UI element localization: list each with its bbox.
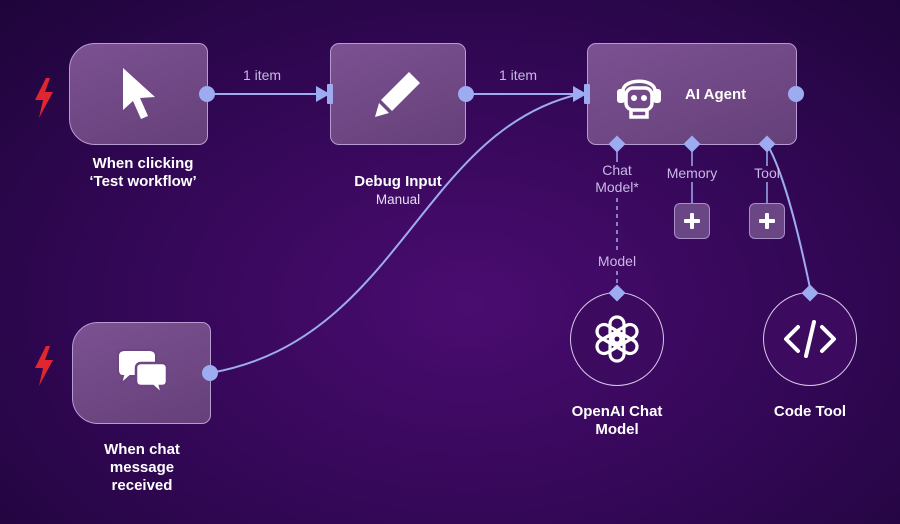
openai-logo-icon	[595, 315, 639, 363]
output-handle[interactable]	[202, 365, 218, 381]
node-title-debug-input-text: Debug Input	[354, 173, 442, 190]
node-chat-trigger[interactable]	[72, 322, 211, 424]
connection-label-item-count: 1 item	[242, 67, 282, 83]
lightning-bolt-icon	[35, 346, 53, 386]
node-title-debug-input: Debug Input Manual	[320, 155, 476, 227]
node-code-tool[interactable]	[763, 292, 857, 386]
add-memory-button[interactable]	[674, 203, 710, 239]
port-label-tool: Tool	[754, 165, 780, 181]
connection-label-model: Model	[597, 253, 637, 269]
node-ai-agent[interactable]: AI Agent	[587, 43, 797, 145]
node-title-openai-chat-model: OpenAI Chat Model	[571, 403, 663, 438]
plus-icon	[684, 213, 700, 229]
plus-icon	[759, 213, 775, 229]
input-handle[interactable]	[327, 84, 333, 104]
node-title-code-tool: Code Tool	[773, 403, 847, 420]
node-title-ai-agent: AI Agent	[685, 86, 747, 103]
code-brackets-icon	[784, 320, 836, 358]
connection-label-item-count: 1 item	[498, 67, 538, 83]
node-title-manual-trigger: When clicking ‘Test workflow’	[89, 155, 197, 190]
cursor-arrow-icon	[122, 68, 155, 119]
node-title-chat-trigger: When chat message received	[104, 441, 180, 494]
output-handle[interactable]	[199, 86, 215, 102]
connection-tool-to-agent[interactable]	[766, 143, 811, 289]
connection-arrow	[316, 86, 330, 102]
port-label-memory: Memory	[666, 165, 718, 181]
node-manual-trigger[interactable]	[69, 43, 208, 145]
chat-bubbles-icon	[116, 349, 168, 398]
add-tool-button[interactable]	[749, 203, 785, 239]
node-debug-input[interactable]	[330, 43, 466, 145]
output-handle[interactable]	[458, 86, 474, 102]
pencil-icon	[375, 72, 420, 117]
connection-chat-to-agent[interactable]	[209, 93, 581, 374]
robot-icon	[617, 79, 661, 119]
output-handle[interactable]	[788, 86, 804, 102]
node-openai-chat-model[interactable]	[570, 292, 664, 386]
lightning-bolt-icon	[35, 78, 53, 118]
input-handle[interactable]	[584, 84, 590, 104]
node-subtitle-debug-input: Manual	[375, 192, 421, 207]
port-label-chat-model: Chat Model*	[595, 162, 639, 195]
